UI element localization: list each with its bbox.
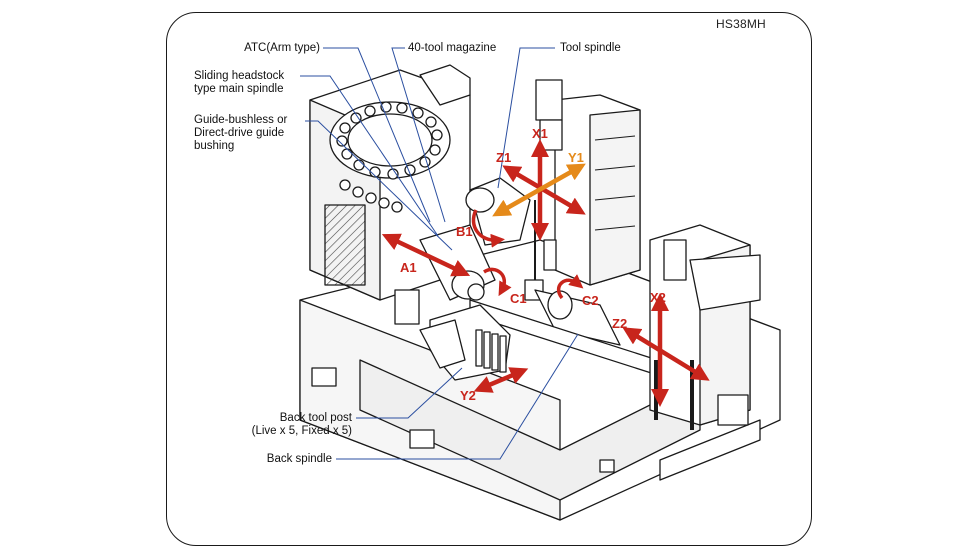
- axis-c1-label: C1: [510, 291, 527, 306]
- axis-x1-label: X1: [532, 126, 548, 141]
- label-back-tool-post: Back tool post (Live x 5, Fixed x 5): [251, 412, 352, 437]
- axis-y1-arrow: [492, 163, 586, 217]
- leader-lines: [300, 47, 579, 460]
- x2-motor: [663, 239, 687, 281]
- label-magazine: 40-tool magazine: [408, 42, 497, 54]
- atc-arm: [419, 64, 471, 106]
- axis-y2-arrow: [473, 367, 529, 393]
- axis-b1-arrow: [471, 209, 505, 248]
- leader-back-spindle: [336, 333, 579, 460]
- label-headstock: Sliding headstock type main spindle: [194, 70, 285, 95]
- axis-c1-arrow: [483, 267, 512, 297]
- leader-magazine: [391, 47, 446, 223]
- axis-c2-label: C2: [582, 293, 599, 308]
- label-back-spindle: Back spindle: [266, 453, 332, 465]
- axis-y1-label: Y1: [568, 150, 584, 165]
- label-atc: ATC(Arm type): [244, 42, 320, 54]
- axis-z2-arrow: [622, 327, 710, 381]
- leader-atc: [323, 47, 431, 223]
- axis-c2-arrow: [556, 274, 584, 300]
- axis-b1-label: B1: [456, 224, 473, 239]
- axis-x2-label: X2: [650, 290, 666, 305]
- bed-trough: [359, 359, 701, 501]
- magazine-tools: [336, 101, 443, 180]
- leader-back-post: [356, 367, 463, 419]
- lower-tool-rack: [339, 179, 403, 213]
- leader-tool-spindle: [497, 47, 555, 189]
- axis-y2-label: Y2: [460, 388, 476, 403]
- label-tool-spindle: Tool spindle: [560, 42, 621, 54]
- axis-a1-label: A1: [400, 260, 417, 275]
- leader-guide: [305, 120, 453, 251]
- model-name: HS38MH: [716, 17, 766, 31]
- axis-z1-label: Z1: [496, 150, 511, 165]
- label-guide: Guide-bushless or Direct-drive guide bus…: [194, 114, 288, 152]
- axis-z2-label: Z2: [612, 316, 627, 331]
- tool-spindle-motor: [535, 79, 563, 121]
- leader-headstock: [300, 75, 439, 237]
- axis-a1-arrow: [381, 233, 471, 277]
